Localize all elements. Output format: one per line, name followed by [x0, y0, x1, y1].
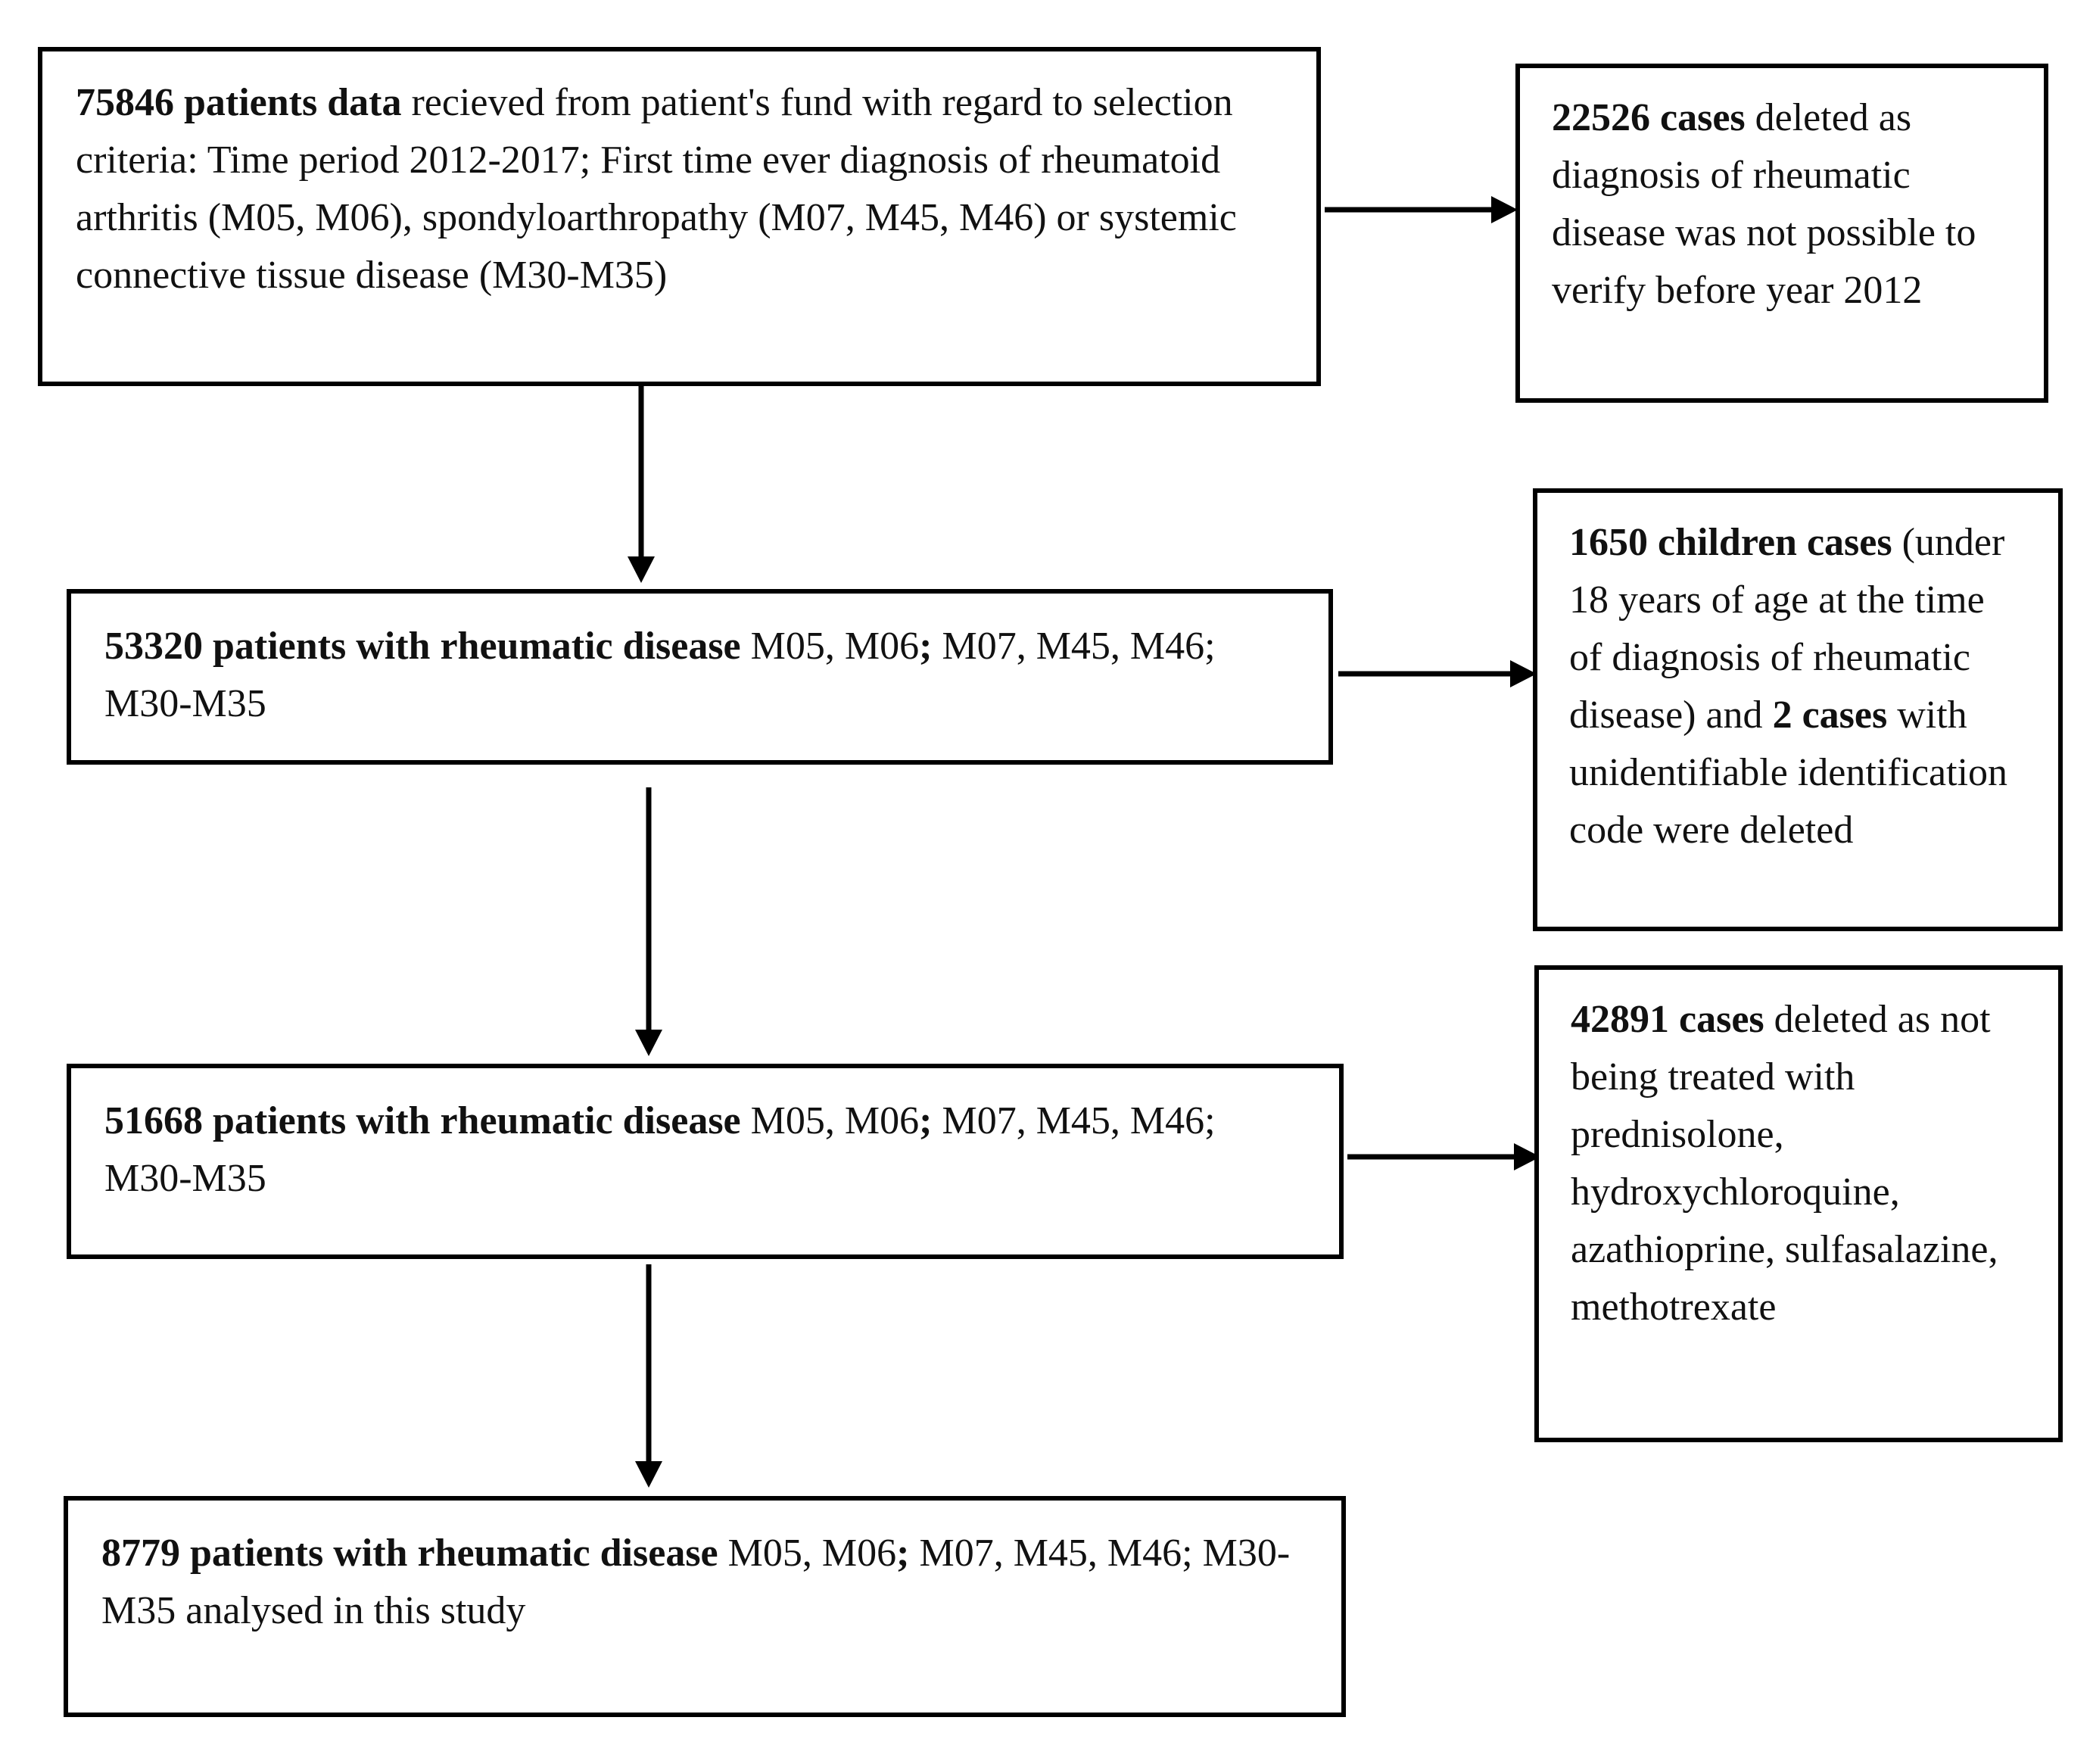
- arrowhead-step3-to-excluded3: [1514, 1143, 1540, 1170]
- step3-separator: ;: [919, 1099, 933, 1142]
- step2-codes-a: M05, M06: [740, 625, 920, 668]
- initial-text: recieved from patient's fund with regard…: [76, 81, 1247, 297]
- arrowhead-initial-to-step2: [628, 556, 655, 583]
- arrowhead-step2-to-excluded2: [1510, 660, 1537, 687]
- initial-box: 75846 patients data recieved from patien…: [38, 47, 1321, 386]
- excluded3-text: deleted as not being treated with predni…: [1571, 998, 2008, 1329]
- excluded2-count: 1650 children cases: [1569, 521, 1892, 564]
- step2-separator: ;: [919, 625, 933, 668]
- step2-count: 53320 patients with rheumatic disease: [104, 625, 741, 668]
- excluded2-text-b: with unidentifiable identification code …: [1569, 693, 2018, 852]
- final-codes-a: M05, M06: [718, 1532, 897, 1575]
- excluded1-box: 22526 cases deleted as diagnosis of rheu…: [1515, 64, 2048, 403]
- step3-codes-b: M07, M45, M46; M30-M35: [104, 1099, 1226, 1200]
- excluded3-box: 42891 cases deleted as not being treated…: [1534, 965, 2063, 1442]
- excluded2-text-a: (under 18 years of age at the time of di…: [1569, 521, 2015, 737]
- excluded1-count: 22526 cases: [1552, 96, 1746, 139]
- step2-box: 53320 patients with rheumatic disease M0…: [67, 589, 1333, 765]
- excluded2-box: 1650 children cases (under 18 years of a…: [1533, 488, 2063, 931]
- excluded2-count-b: 2 cases: [1772, 693, 1888, 737]
- initial-count: 75846 patients data: [76, 81, 402, 124]
- excluded3-count: 42891 cases: [1571, 998, 1764, 1041]
- step3-count: 51668 patients with rheumatic disease: [104, 1099, 741, 1142]
- final-codes-b: M07, M45, M46; M30-M35 analysed in this …: [101, 1532, 1291, 1632]
- final-box: 8779 patients with rheumatic disease M05…: [64, 1496, 1346, 1717]
- arrowhead-initial-to-excluded1: [1491, 196, 1518, 223]
- step3-codes-a: M05, M06: [740, 1099, 920, 1142]
- step3-box: 51668 patients with rheumatic disease M0…: [67, 1064, 1344, 1259]
- final-separator: ;: [896, 1532, 910, 1575]
- step2-codes-b: M07, M45, M46; M30-M35: [104, 625, 1226, 725]
- excluded1-text: deleted as diagnosis of rheumatic diseas…: [1552, 96, 1986, 312]
- final-count: 8779 patients with rheumatic disease: [101, 1532, 718, 1575]
- arrowhead-step2-to-step3: [635, 1030, 662, 1056]
- arrowhead-step3-to-final: [635, 1461, 662, 1488]
